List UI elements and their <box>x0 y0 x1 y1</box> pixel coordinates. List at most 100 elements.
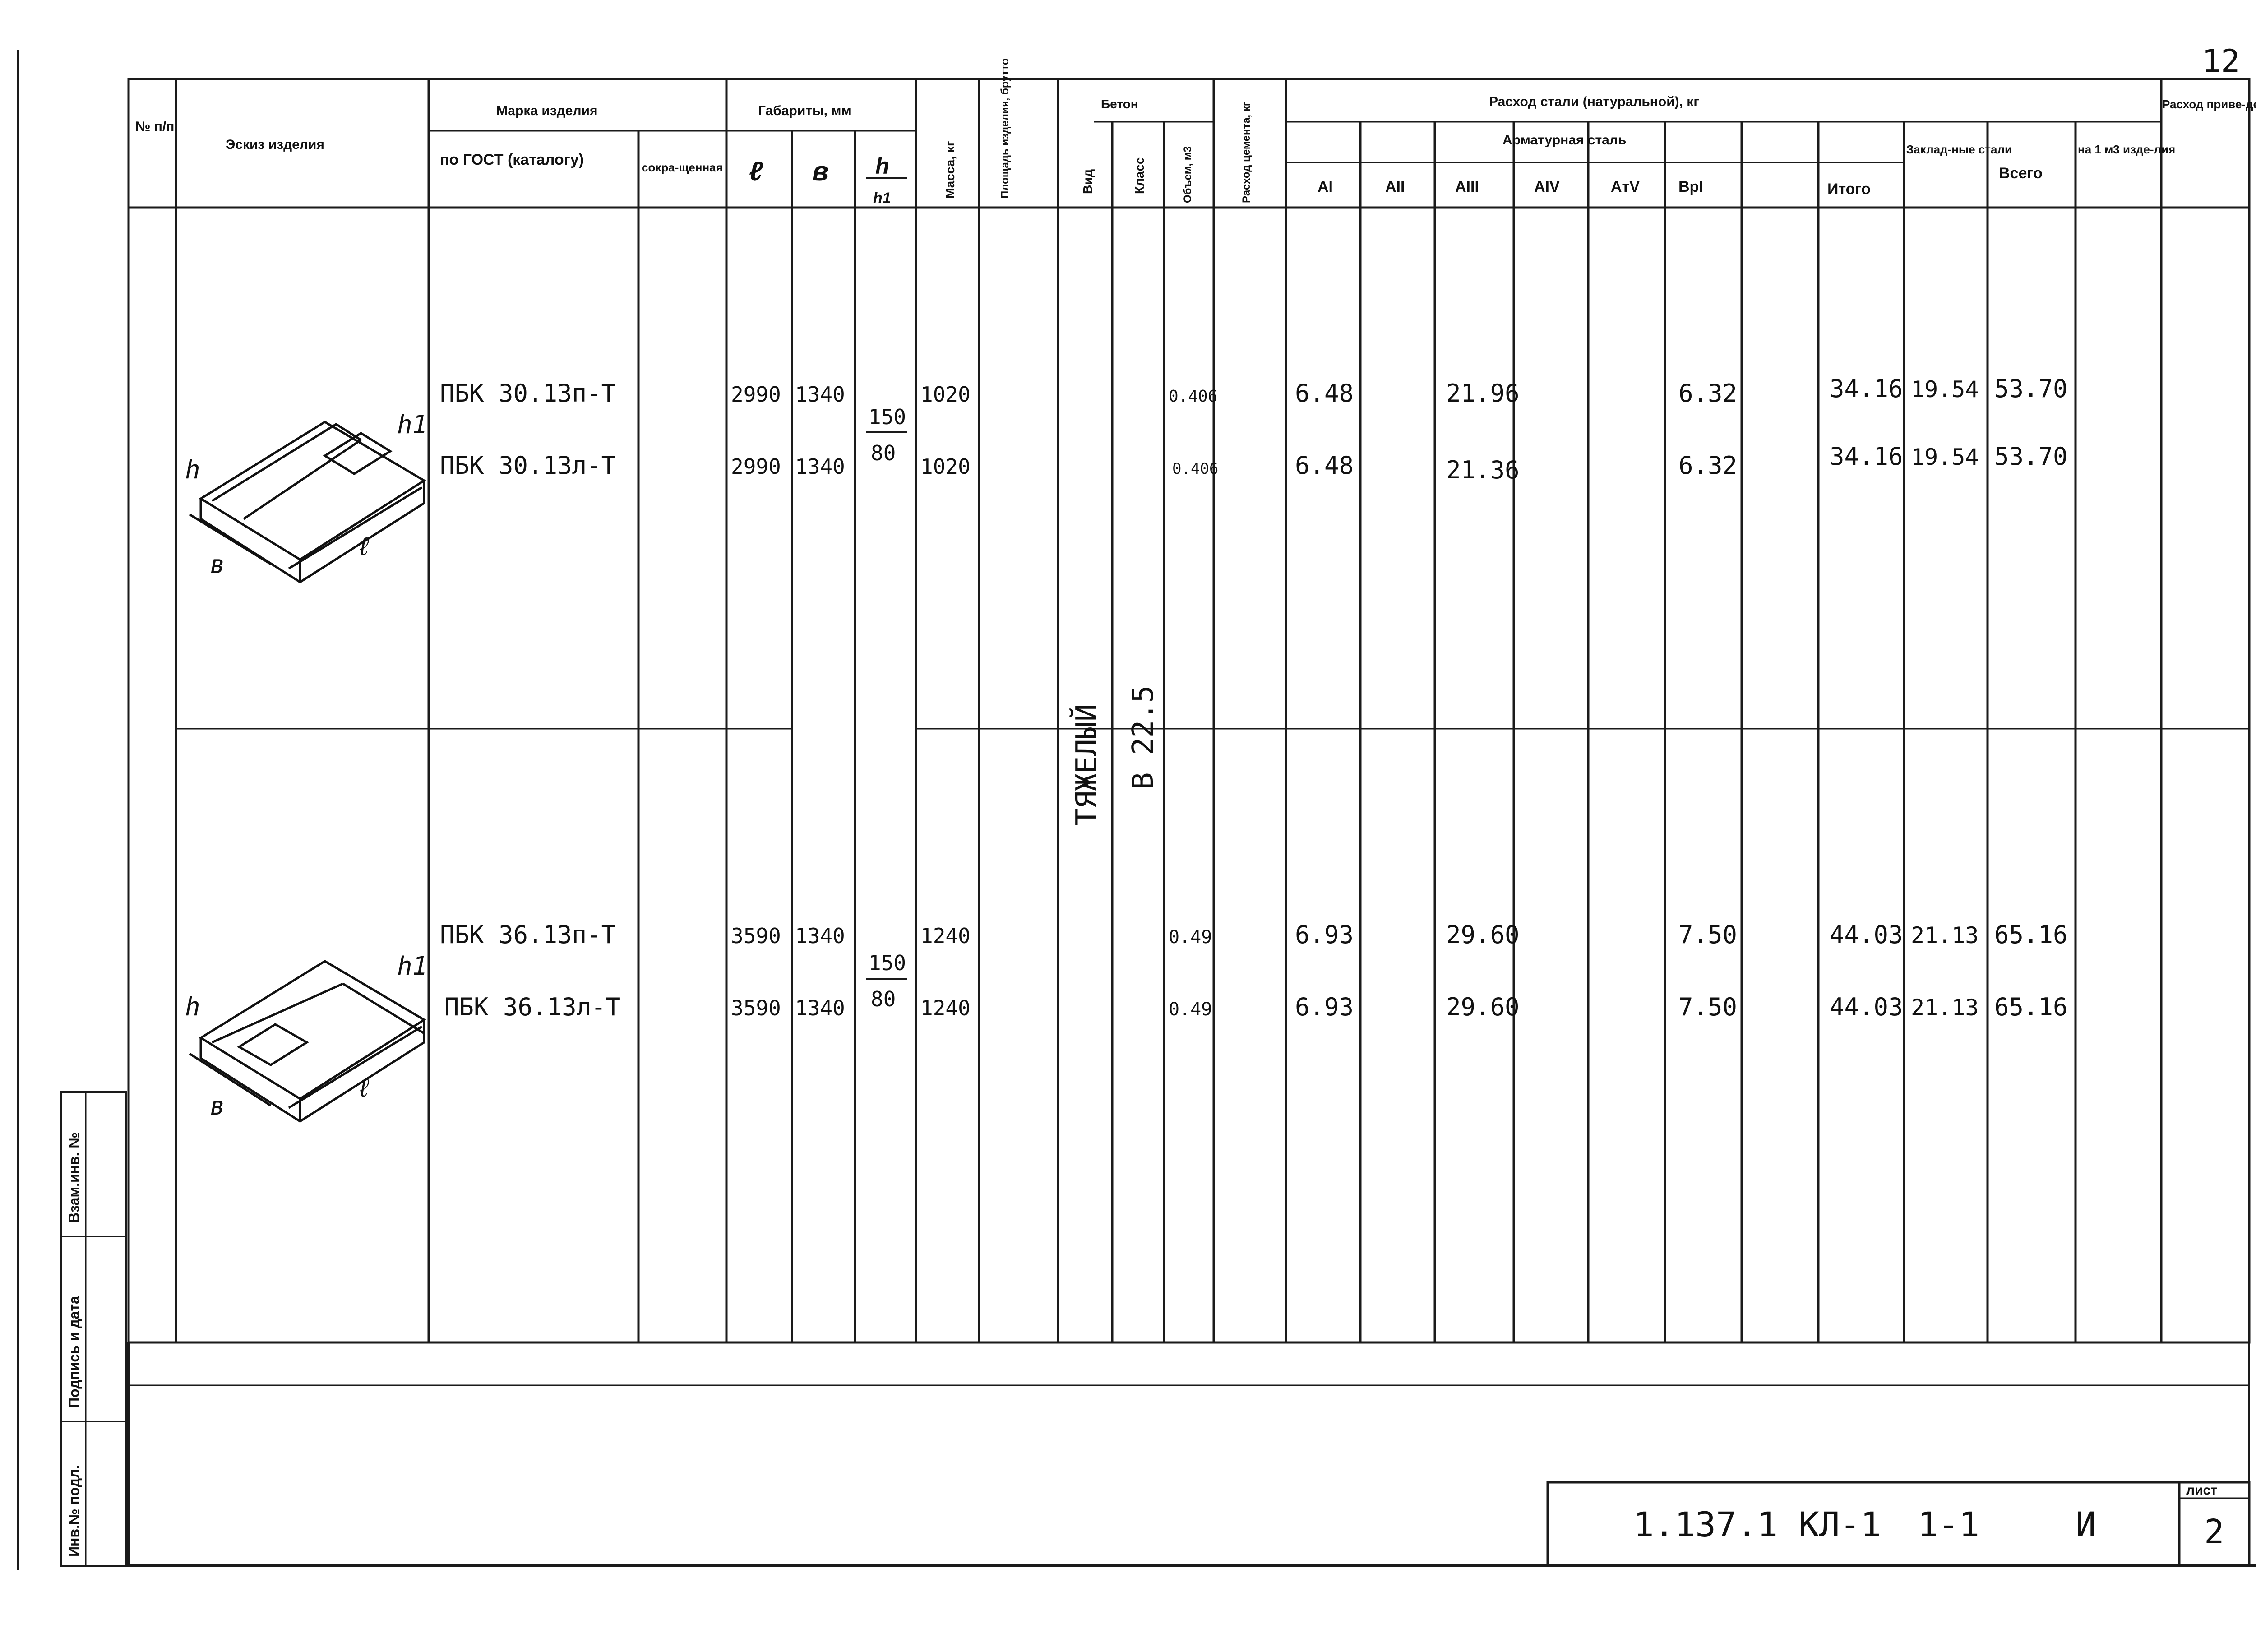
hdr-rebar-atv: AтV <box>1611 178 1640 195</box>
hdr-mark-gost: по ГОСТ (каталогу) <box>440 151 584 168</box>
hdr-rebar-aiii: AIII <box>1455 178 1479 195</box>
sketch1-b: в <box>210 550 225 579</box>
svg-text:0.406: 0.406 <box>1172 460 1218 478</box>
svg-text:1240: 1240 <box>920 996 971 1020</box>
hdr-no: № п/п <box>135 119 174 134</box>
svg-text:19.54: 19.54 <box>1911 444 1979 470</box>
svg-text:150: 150 <box>869 405 906 429</box>
svg-text:1340: 1340 <box>795 454 845 479</box>
svg-text:1340: 1340 <box>795 382 845 407</box>
svg-text:6.32: 6.32 <box>1678 379 1737 407</box>
hdr-dim-l: ℓ <box>749 156 763 186</box>
hdr-embedded: Заклад-ные стали <box>1906 143 2012 156</box>
hdr-total: Всего <box>1999 165 2043 182</box>
svg-text:21.96: 21.96 <box>1446 379 1520 407</box>
hdr-sketch: Эскиз изделия <box>226 137 324 152</box>
stamp-sheet-number: 2 <box>2204 1513 2224 1551</box>
svg-text:ПБК 30.13п-Т: ПБК 30.13п-Т <box>440 379 616 407</box>
svg-text:80: 80 <box>871 441 896 465</box>
sketch1-h1: h1 <box>397 410 427 440</box>
svg-text:29.60: 29.60 <box>1446 993 1520 1021</box>
hdr-reduced: Расход приве-денной стали, кг <box>2162 97 2256 111</box>
svg-text:1240: 1240 <box>920 924 971 948</box>
svg-text:6.93: 6.93 <box>1295 921 1354 949</box>
hdr-rebar-total: Итого <box>1827 180 1871 198</box>
hdr-concrete-group: Бетон <box>1101 97 1138 111</box>
sketch1-h: h <box>185 455 200 485</box>
table-row: ПБК 30.13п-Т 2990 1340 150 1020 0.406 6.… <box>440 375 2068 429</box>
hdr-area: Площадь изделия, брутто <box>999 58 1011 199</box>
concrete-class: В 22.5 <box>1127 685 1160 790</box>
hdr-dim-b: в <box>812 156 828 186</box>
hdr-concrete-class: Класс <box>1133 157 1146 194</box>
svg-text:0.49: 0.49 <box>1169 999 1212 1020</box>
svg-text:2990: 2990 <box>731 382 781 407</box>
sketch-slab-2 <box>189 960 426 1123</box>
stamp-code: 1.137.1 КЛ-1 <box>1633 1504 1881 1545</box>
svg-text:1340: 1340 <box>795 924 845 948</box>
hdr-concrete-volume: Объем, м3 <box>1182 146 1194 203</box>
sketch2-b: в <box>210 1092 225 1121</box>
svg-text:44.03: 44.03 <box>1830 993 1903 1021</box>
svg-text:34.16: 34.16 <box>1830 375 1903 403</box>
table-row: ПБК 36.13л-Т 3590 1340 80 1240 0.49 6.93… <box>444 987 2068 1021</box>
svg-text:1020: 1020 <box>920 454 971 479</box>
hdr-rebar-aiv: AIV <box>1534 178 1560 195</box>
svg-text:7.50: 7.50 <box>1678 921 1737 949</box>
svg-text:80: 80 <box>871 987 896 1011</box>
hdr-rebar-aii: AII <box>1385 178 1405 195</box>
page-number: 12 <box>2202 43 2240 80</box>
svg-text:21.36: 21.36 <box>1446 456 1520 484</box>
side-stamp-inv: Инв.№ подл. <box>66 1465 82 1557</box>
svg-text:44.03: 44.03 <box>1830 921 1903 949</box>
hdr-cement: Расход цемента, кг <box>1240 102 1253 203</box>
svg-text:65.16: 65.16 <box>1994 993 2068 1021</box>
svg-text:2990: 2990 <box>731 454 781 479</box>
stamp-letter: И <box>2076 1504 2096 1545</box>
hdr-per-m3: на 1 м3 изде-лия <box>2078 143 2175 156</box>
side-stamp-replace: Взам.инв. № <box>66 1132 82 1223</box>
hdr-rebar-group: Арматурная сталь <box>1502 133 1626 148</box>
svg-text:21.13: 21.13 <box>1911 995 1979 1021</box>
table-row: ПБК 36.13п-Т 3590 1340 150 1240 0.49 6.9… <box>440 921 2068 975</box>
hdr-dim-h: h <box>875 153 889 179</box>
sketch-slab-1 <box>189 421 426 583</box>
hdr-rebar-ai: AI <box>1318 178 1333 195</box>
svg-text:7.50: 7.50 <box>1678 993 1737 1021</box>
hdr-dims-group: Габариты, мм <box>758 103 851 118</box>
svg-text:6.93: 6.93 <box>1295 993 1354 1021</box>
svg-text:3590: 3590 <box>731 996 781 1020</box>
svg-text:53.70: 53.70 <box>1994 375 2068 403</box>
sketch1-l: ℓ <box>356 532 372 561</box>
svg-text:ПБК 30.13л-Т: ПБК 30.13л-Т <box>440 451 616 480</box>
sketch2-h: h <box>185 992 200 1022</box>
table-rows: ПБК 30.13п-Т 2990 1340 150 1020 0.406 6.… <box>440 375 2068 1021</box>
concrete-type: ТЯЖЕЛЫЙ <box>1069 704 1104 826</box>
svg-text:6.48: 6.48 <box>1295 379 1354 407</box>
hdr-mass: Масса, кг <box>943 141 957 199</box>
svg-text:150: 150 <box>869 951 906 975</box>
stamp-issue: 1-1 <box>1918 1504 1979 1545</box>
hdr-mark-group: Марка изделия <box>496 103 598 118</box>
svg-text:0.49: 0.49 <box>1169 927 1212 948</box>
svg-text:0.406: 0.406 <box>1169 387 1217 406</box>
sketch2-l: ℓ <box>356 1074 372 1103</box>
sketch2-h1: h1 <box>397 952 427 981</box>
hdr-rebar-bpi: BpI <box>1678 178 1703 195</box>
table-row: ПБК 30.13л-Т 2990 1340 80 1020 0.406 6.4… <box>440 441 2068 484</box>
svg-text:ПБК 36.13п-Т: ПБК 36.13п-Т <box>440 921 616 949</box>
svg-text:29.60: 29.60 <box>1446 921 1520 949</box>
stamp-sheet-label: лист <box>2186 1483 2217 1498</box>
side-stamp-signature: Подпись и дата <box>66 1296 82 1408</box>
svg-text:3590: 3590 <box>731 924 781 948</box>
svg-text:6.48: 6.48 <box>1295 451 1354 480</box>
svg-text:21.13: 21.13 <box>1911 922 1979 949</box>
svg-text:6.32: 6.32 <box>1678 451 1737 480</box>
hdr-mark-short: сокра-щенная <box>642 161 723 174</box>
svg-text:1020: 1020 <box>920 382 971 407</box>
hdr-concrete-type: Вид <box>1081 169 1095 194</box>
svg-text:19.54: 19.54 <box>1911 376 1979 403</box>
hdr-dim-h1: h1 <box>873 190 891 207</box>
svg-text:1340: 1340 <box>795 996 845 1020</box>
